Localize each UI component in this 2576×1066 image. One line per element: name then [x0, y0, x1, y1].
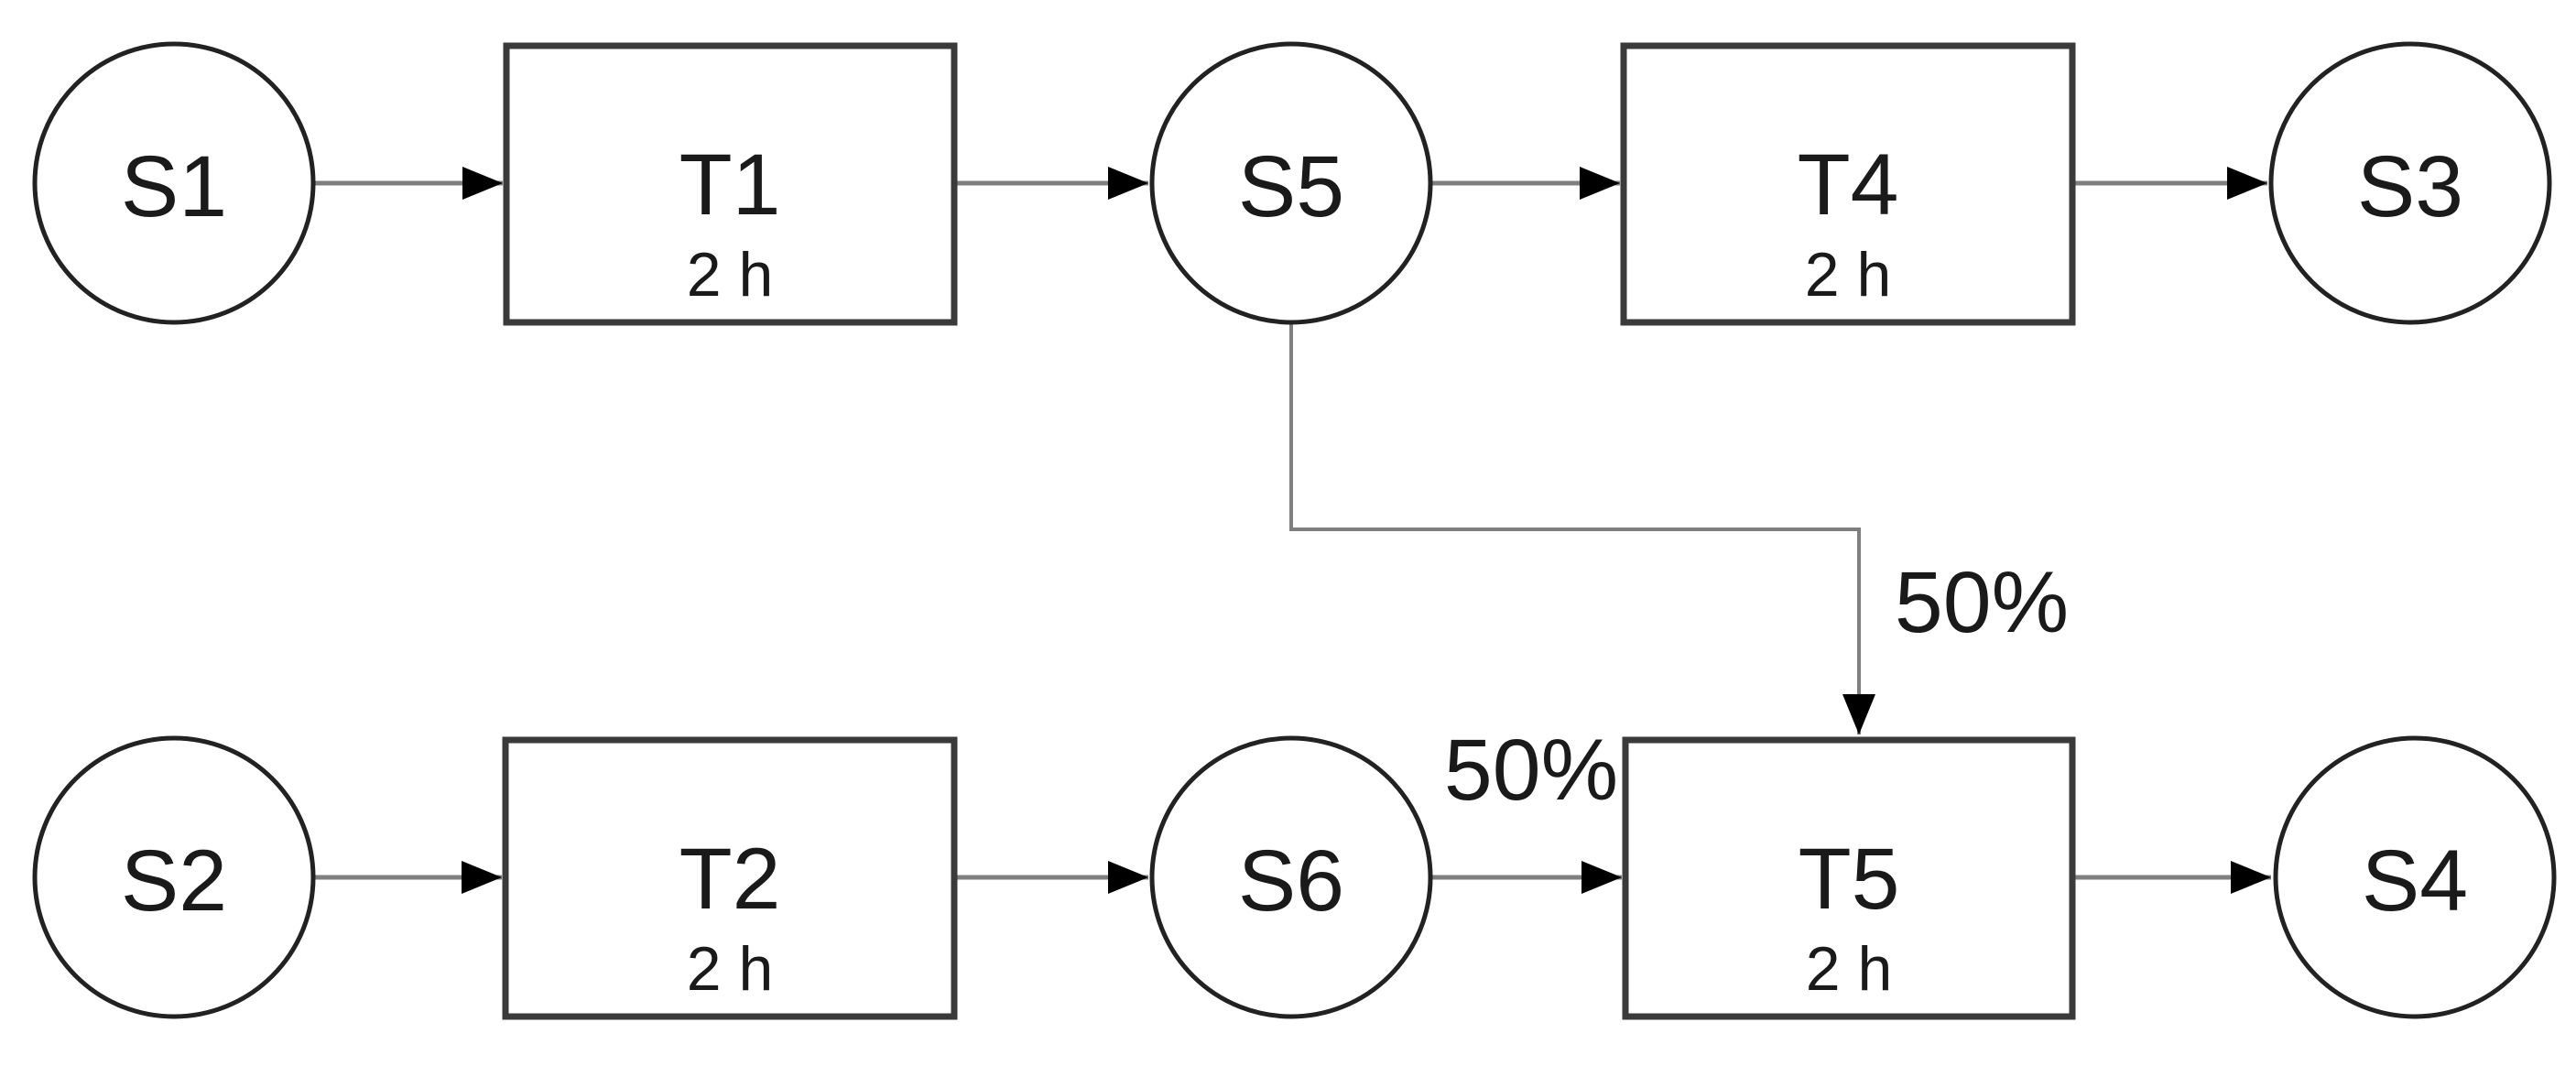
place-s5-label: S5 [1238, 138, 1344, 235]
place-s5-circle [1149, 41, 1433, 325]
transition-t5-box [1622, 736, 2076, 1020]
place-s2-circle [32, 735, 316, 1019]
edge-s6-t5-probability-label: 50% [1444, 722, 1618, 819]
place-s2-label: S2 [121, 832, 227, 930]
place-s2: S2 [32, 735, 316, 1019]
transition-t4: T4 2 h [1620, 42, 2076, 326]
transition-t2-label: T2 [679, 831, 781, 928]
transition-t1-box [503, 42, 958, 326]
place-s4: S4 [2273, 735, 2557, 1019]
transition-t2-duration: 2 h [687, 934, 774, 1004]
place-s1-circle [32, 41, 316, 325]
place-s3-circle [2268, 41, 2552, 325]
place-s4-circle [2273, 735, 2557, 1019]
transition-t2-box [502, 736, 958, 1020]
place-s1: S1 [32, 41, 316, 325]
place-s5: S5 [1149, 41, 1433, 325]
edge-s5-t5-elbow [1289, 322, 1875, 734]
transition-t4-box [1620, 42, 2076, 326]
transition-t2: T2 2 h [502, 736, 958, 1020]
transition-t1: T1 2 h [503, 42, 958, 326]
place-s1-label: S1 [121, 138, 227, 235]
transition-t5-label: T5 [1799, 831, 1900, 928]
transition-t4-duration: 2 h [1805, 240, 1892, 310]
place-s6-circle [1149, 735, 1433, 1019]
place-s3-label: S3 [2357, 138, 2463, 235]
transition-t1-duration: 2 h [687, 240, 774, 310]
transition-t4-label: T4 [1798, 136, 1899, 234]
transition-t1-label: T1 [679, 136, 781, 234]
edge-s5-t5-probability-label: 50% [1895, 554, 2069, 651]
transition-t5-duration: 2 h [1806, 934, 1893, 1004]
transition-t5: T5 2 h [1622, 736, 2076, 1020]
place-s4-label: S4 [2362, 832, 2468, 930]
place-s6: S6 [1149, 735, 1433, 1019]
place-s3: S3 [2268, 41, 2552, 325]
place-s6-label: S6 [1238, 832, 1344, 930]
